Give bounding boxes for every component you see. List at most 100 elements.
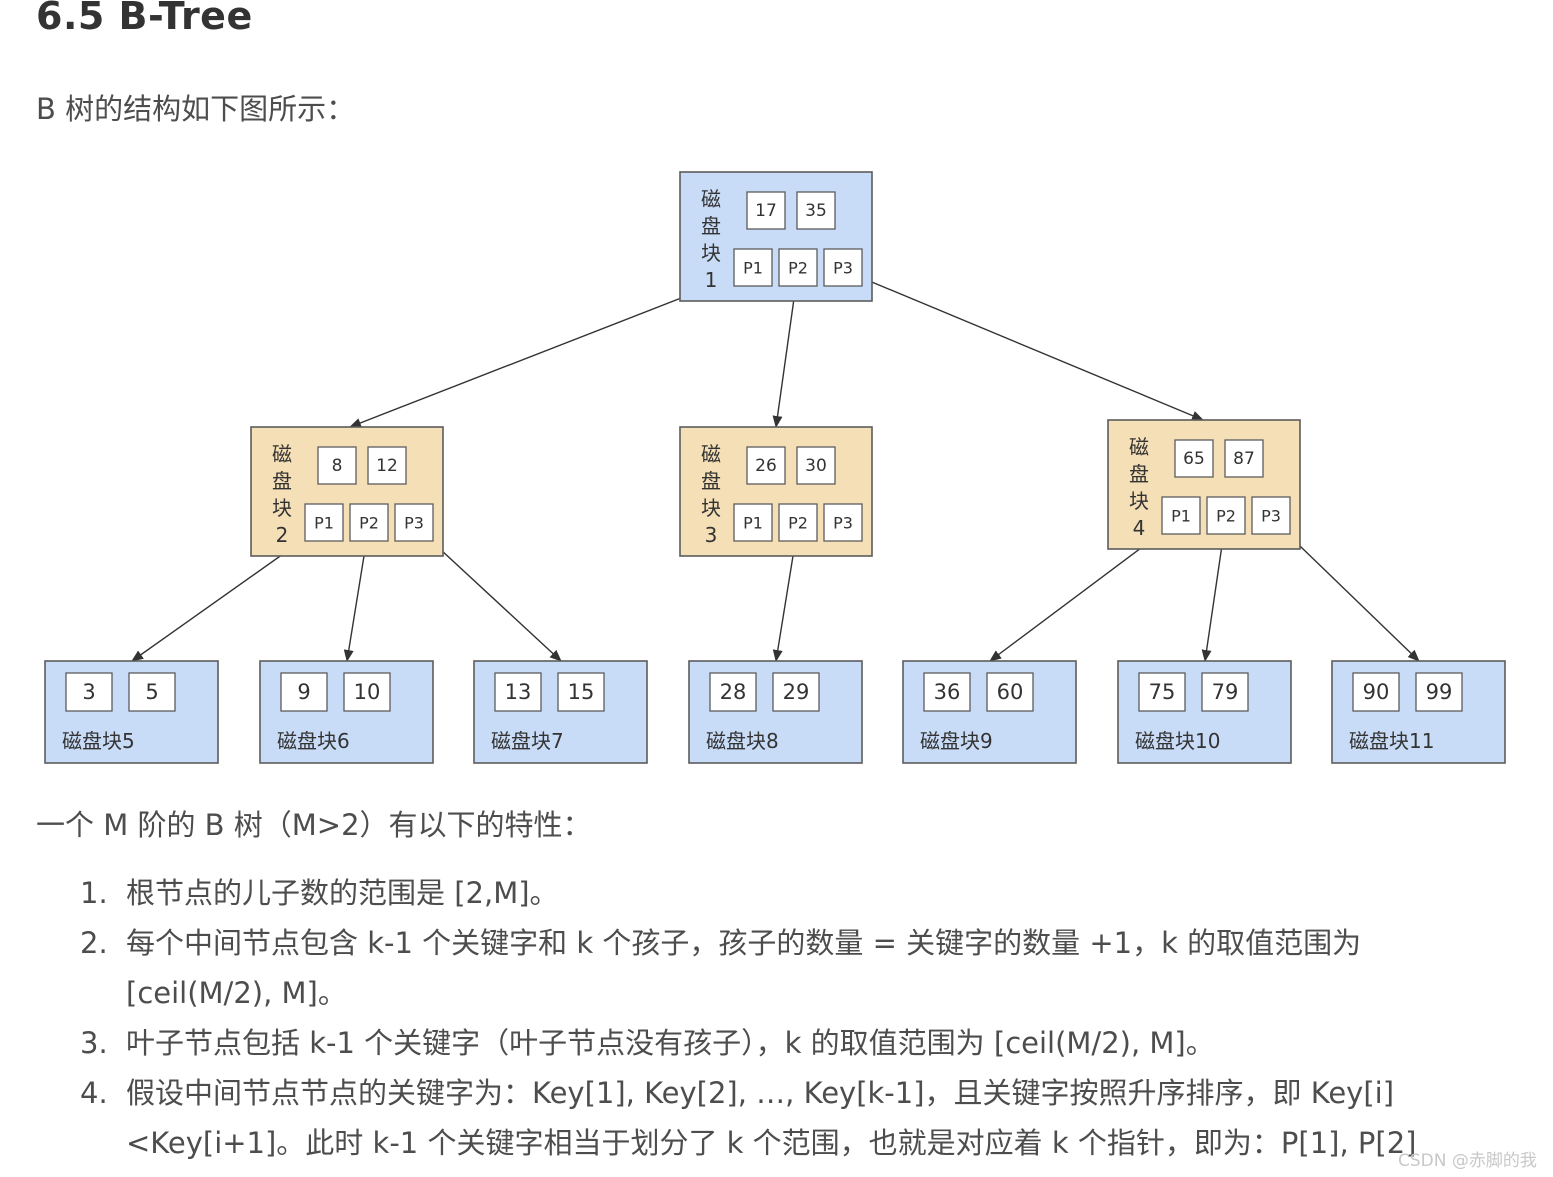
leaf-key-value: 13 [505,680,532,704]
leaf-label: 磁盘块6 [277,729,350,753]
leaf-label: 磁盘块5 [62,729,135,753]
rule-text: 根节点的儿子数的范围是 [2,M]。 [126,876,559,910]
pointer-label: P2 [788,514,808,533]
pointer-box [304,503,344,542]
rule-text: 每个中间节点包含 k-1 个关键字和 k 个孩子，孩子的数量 = 关键字的数量 … [126,926,1362,1010]
node-label-char: 1 [705,268,718,292]
node-label-char: 磁 [1129,435,1149,459]
leaf-key-value: 36 [934,680,961,704]
key-box [796,191,836,230]
pointer-label: P2 [788,259,808,278]
node-label-char: 块 [1129,489,1149,513]
leaf-key-value: 15 [568,680,595,704]
leaf-key-value: 3 [82,680,95,704]
pointer-label: P1 [314,514,334,533]
leaf-key-value: 28 [720,680,747,704]
properties-intro: 一个 M 阶的 B 树（M>2）有以下的特性： [36,808,592,842]
leaf-key-value: 99 [1426,680,1453,704]
leaf-key-box [65,672,113,712]
leaf-key-box [1138,672,1186,712]
pointer-box [733,248,773,287]
key-value: 26 [755,456,777,476]
intro-text: B 树的结构如下图所示： [36,92,356,126]
node-label-char: 盘 [272,469,292,493]
leaf-key-box [709,672,757,712]
node-label-char: 块 [701,496,721,520]
leaf-key-box [986,672,1034,712]
rule-text: 假设中间节点节点的关键字为：Key[1], Key[2], …, Key[k-1… [126,1076,1417,1160]
pointer-box [778,503,818,542]
node-label-char: 块 [701,241,721,265]
leaf-key-box [1352,672,1400,712]
leaf-key-value: 10 [354,680,381,704]
rule-number: 3. [80,1026,108,1060]
node-label-char: 磁 [272,442,292,466]
rule-number: 4. [80,1076,108,1110]
rule-item: 2.每个中间节点包含 k-1 个关键字和 k 个孩子，孩子的数量 = 关键字的数… [76,918,1476,1018]
leaf-label: 磁盘块7 [491,729,564,753]
node-label-char: 盘 [701,214,721,238]
key-box [367,446,407,485]
rule-number: 1. [80,876,108,910]
key-value: 87 [1233,449,1255,469]
node-label-char: 块 [272,496,292,520]
leaf-node: 13 15 磁盘块7 [473,660,648,764]
key-box [746,191,786,230]
leaf-node: 9 10 磁盘块6 [259,660,434,764]
node-label-char: 盘 [1129,462,1149,486]
leaf-key-box [1415,672,1463,712]
key-value: 17 [755,201,777,221]
pointer-label: P1 [743,514,763,533]
rule-item: 1. 根节点的儿子数的范围是 [2,M]。 [76,868,1476,918]
leaf-key-box [557,672,605,712]
node-label-char: 磁 [701,187,721,211]
leaf-key-box [128,672,176,712]
pointer-box [733,503,773,542]
pointer-label: P1 [1171,507,1191,526]
leaf-key-value: 5 [145,680,158,704]
csdn-watermark: CSDN @赤脚的我 [1398,1151,1537,1171]
pointer-box [1161,496,1201,535]
rules-list: 1. 根节点的儿子数的范围是 [2,M]。 2.每个中间节点包含 k-1 个关键字… [76,868,1476,1168]
node-label-char: 磁 [701,442,721,466]
leaf-key-box [923,672,971,712]
leaf-key-box [772,672,820,712]
key-value: 12 [376,456,398,476]
node-label-char: 4 [1133,516,1146,540]
pointer-box [394,503,434,542]
leaf-key-box [494,672,542,712]
leaf-key-box [280,672,328,712]
node-label-char: 2 [276,523,289,547]
key-box [796,446,836,485]
leaf-key-box [1201,672,1249,712]
pointer-box [823,248,863,287]
key-box [1174,439,1214,478]
key-value: 35 [805,201,827,221]
leaf-key-value: 9 [297,680,310,704]
pointer-label: P2 [359,514,379,533]
pointer-box [823,503,863,542]
page-heading: 6.5 B-Tree [36,0,253,38]
leaf-label: 磁盘块9 [920,729,993,753]
pointer-box [1206,496,1246,535]
node-label-char: 3 [705,523,718,547]
edge-arrow [842,269,1204,421]
node-label-char: 盘 [701,469,721,493]
rule-text: 叶子节点包括 k-1 个关键字（叶子节点没有孩子），k 的取值范围为 [ceil… [126,1026,1215,1060]
leaf-key-value: 75 [1149,680,1176,704]
pointer-label: P3 [404,514,424,533]
leaf-key-value: 90 [1363,680,1390,704]
leaf-key-box [343,672,391,712]
key-value: 65 [1183,449,1205,469]
pointer-label: P3 [833,514,853,533]
